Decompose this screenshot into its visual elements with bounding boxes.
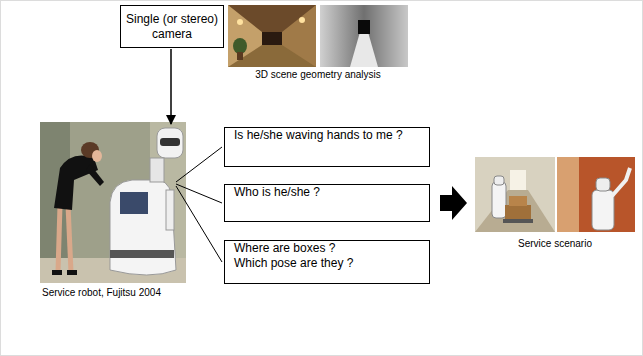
big-arrow <box>440 186 467 220</box>
shoe <box>52 270 62 275</box>
leader-line <box>176 184 222 203</box>
camera-arrow <box>170 49 172 124</box>
scenario-wall <box>557 157 579 232</box>
depth-far <box>358 20 370 34</box>
robot-arm <box>166 190 174 230</box>
robot-head <box>157 128 183 158</box>
caption: Service scenario <box>475 238 635 250</box>
question-box: Is he/she waving hands to me ? <box>224 127 430 167</box>
woman-leg <box>68 205 71 272</box>
robot-neck <box>150 158 164 182</box>
caption: Service robot, Fujitsu 2004 <box>42 287 192 299</box>
hallway-wall <box>228 5 262 67</box>
lamp <box>299 17 305 23</box>
camera-box: Single (or stereo) camera <box>120 5 224 48</box>
box-text: Single (or stereo) camera <box>124 12 220 42</box>
hallway-wall <box>282 5 316 67</box>
robot-body <box>110 180 176 275</box>
depth-map <box>320 5 408 67</box>
scenario-floor <box>475 190 555 232</box>
robot-band <box>110 250 174 258</box>
caption: 3D scene geometry analysis <box>228 69 408 81</box>
scenario-robot <box>492 182 506 218</box>
cart <box>503 219 533 223</box>
scenario-robot <box>592 190 614 230</box>
scenario-robot-head <box>596 178 610 191</box>
scenario-window <box>510 170 526 190</box>
leader-line <box>176 186 222 262</box>
box-text: Where are boxes ? Which pose are they ? <box>234 241 362 271</box>
woman-leg <box>58 205 60 272</box>
box <box>505 205 531 219</box>
hallway-end <box>262 32 282 45</box>
woman-face <box>92 150 102 162</box>
plant-pot <box>237 52 243 60</box>
scenario-photo <box>557 157 635 232</box>
depth-floor <box>350 32 378 67</box>
box-text: Is he/she waving hands to me ? <box>234 128 403 143</box>
leader-line <box>176 147 222 182</box>
box-text: Who is he/she ? <box>234 185 320 200</box>
plant <box>233 38 247 54</box>
woman-arm <box>86 164 104 186</box>
hallway-photo <box>228 5 316 67</box>
scenario-robot-head <box>494 176 504 185</box>
box <box>509 196 527 206</box>
photo-wall <box>40 122 186 283</box>
scenario-photo <box>475 157 555 232</box>
scenario-robot-arm <box>612 168 630 196</box>
woman-body <box>54 156 98 210</box>
shoe <box>67 270 77 275</box>
robot-screen <box>120 192 148 214</box>
lamp <box>237 19 243 25</box>
robot-visor <box>160 138 180 146</box>
question-box: Where are boxes ? Which pose are they ? <box>224 240 430 284</box>
question-box: Who is he/she ? <box>224 184 430 222</box>
